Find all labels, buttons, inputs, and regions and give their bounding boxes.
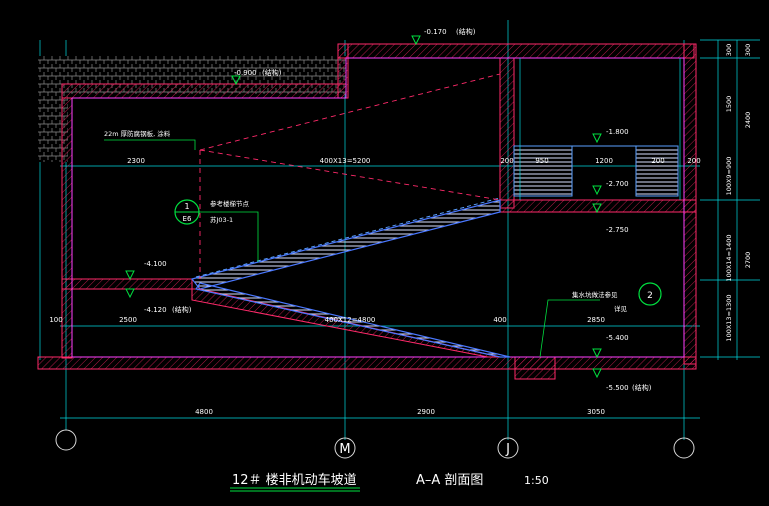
- dim-bottom-a: 4800: [195, 408, 213, 416]
- level-bottom: -5.400: [606, 334, 629, 342]
- note-drain: 集水坑做法参见: [572, 290, 618, 299]
- level-left-upper: -0.900: [234, 69, 257, 77]
- dim-ramp-lower: 400X12=4800: [325, 316, 376, 324]
- dim-right-edge: 200: [687, 157, 700, 165]
- lower-ramp: [191, 282, 511, 358]
- level-top: -0.170: [424, 28, 447, 36]
- callout-2: [638, 282, 662, 306]
- dim-950: 950: [535, 157, 548, 165]
- dim-left-h: 100: [49, 316, 62, 324]
- level-mid-a: -1.800: [606, 128, 629, 136]
- note-railing: 22m 厚防腐钢板, 涂料: [104, 129, 171, 138]
- axis-bubbles: [55, 429, 695, 459]
- level-bottom-tag: (结构): [632, 383, 652, 392]
- title-section: A–A 剖面图: [416, 473, 483, 488]
- dim-vert-3: 1500: [725, 96, 733, 113]
- callout-1-bottom: E6: [183, 215, 192, 223]
- finish-outline: [71, 57, 685, 358]
- level-left-landing-tag: (结构): [172, 305, 192, 314]
- level-left-landing-s: -4.120: [144, 306, 167, 314]
- dim-vert-7: 2700: [744, 252, 752, 269]
- dim-bottom-c: 3050: [587, 408, 605, 416]
- axis-j-label: J: [505, 442, 510, 457]
- level-bottom-s: -5.500: [606, 384, 629, 392]
- dim-left-lower: 2500: [119, 316, 137, 324]
- title-underline: [230, 487, 360, 492]
- level-top-tag: (结构): [456, 27, 476, 36]
- dim-vert-5: 100X9=900: [725, 157, 733, 196]
- note-drain-ref: 详见: [614, 304, 628, 313]
- dim-ramp-upper: 400X13=5200: [320, 157, 371, 165]
- dim-vert-8: 100X13=1300: [725, 294, 733, 341]
- dim-gap: 200: [500, 157, 513, 165]
- dim-vert-4: 2400: [744, 112, 752, 129]
- title-label: 12＃ 楼非机动车坡道: [232, 472, 357, 488]
- structure-walls: [37, 43, 697, 380]
- level-left-landing: -4.100: [144, 260, 167, 268]
- dim-vert-2: 300: [744, 44, 752, 56]
- dim-bottom-b: 2900: [417, 408, 435, 416]
- level-mid-c: -2.750: [606, 226, 629, 234]
- dim-1200: 1200: [595, 157, 613, 165]
- level-markers: [125, 35, 602, 379]
- dim-gap2: 400: [493, 316, 506, 324]
- note-stair-ref: 参考楼梯节点: [210, 199, 250, 208]
- dim-vert-6: 100X14=1400: [725, 234, 733, 281]
- callout-2-label: 2: [647, 291, 653, 301]
- level-left-upper-tag: (结构): [262, 68, 282, 77]
- landing-stairs: [513, 145, 679, 197]
- dim-200b: 200: [651, 157, 664, 165]
- note-stair-ref2: 苏J03-1: [210, 215, 233, 224]
- upper-ramp: [190, 197, 501, 290]
- hidden-lines: [199, 73, 501, 279]
- dim-left-span: 2300: [127, 157, 145, 165]
- title-scale: 1:50: [524, 474, 549, 487]
- level-mid-b: -2.700: [606, 180, 629, 188]
- axis-m-label: M: [339, 442, 350, 457]
- callout-1-top: 1: [184, 202, 189, 211]
- dim-right-lower: 2850: [587, 316, 605, 324]
- dim-vert-1: 300: [725, 44, 733, 56]
